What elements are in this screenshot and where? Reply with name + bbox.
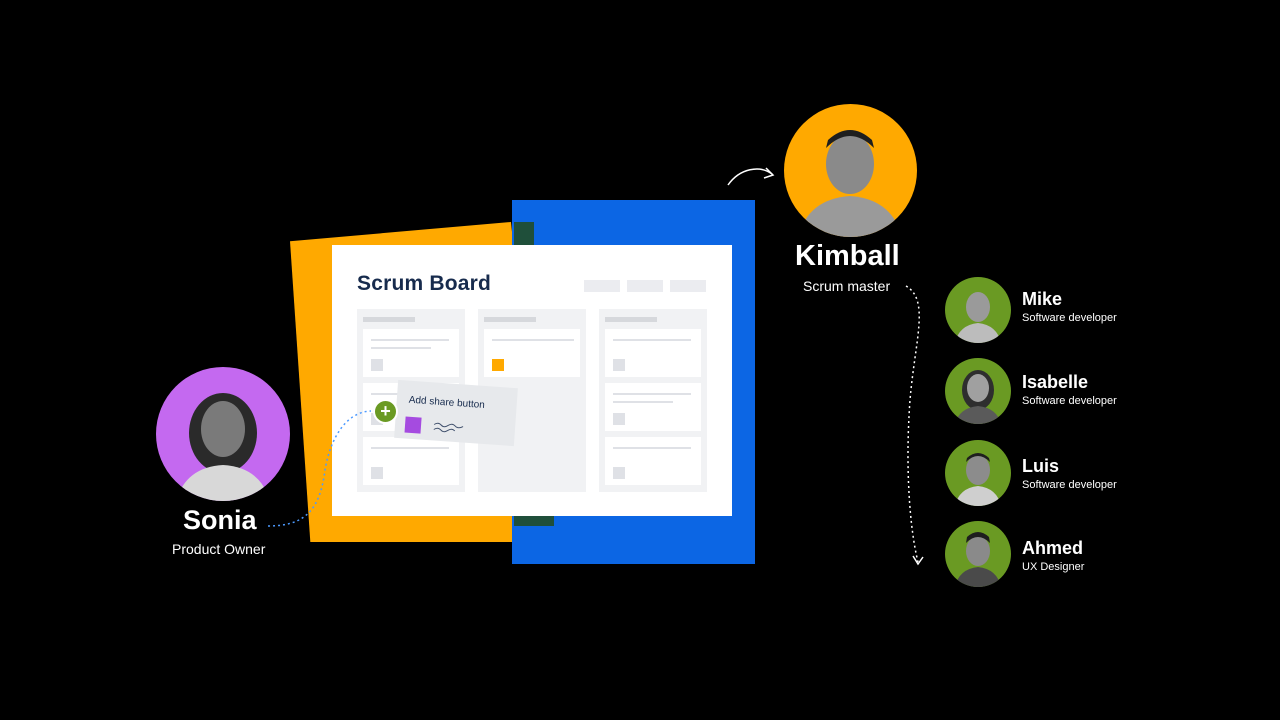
- plus-icon: +: [380, 401, 391, 421]
- board-card[interactable]: [605, 329, 701, 377]
- curved-arrow-icon: [727, 168, 773, 186]
- board-card[interactable]: [484, 329, 580, 377]
- luis-role: Software developer: [1022, 479, 1117, 491]
- board-toolbar-pill[interactable]: [627, 280, 663, 292]
- dragged-card-title: Add share button: [408, 394, 486, 411]
- card-text-line: [371, 447, 449, 449]
- luis-avatar: [945, 440, 1011, 506]
- board-card[interactable]: [605, 383, 701, 431]
- person-photo-icon: [955, 453, 1001, 506]
- card-avatar-placeholder: [613, 413, 625, 425]
- scrum-board: Scrum Board: [332, 245, 732, 516]
- sonia-role: Product Owner: [172, 541, 266, 557]
- board-card[interactable]: [363, 329, 459, 377]
- board-card[interactable]: [363, 437, 459, 485]
- column-header: [363, 317, 415, 322]
- ahmed-name: Ahmed: [1022, 538, 1084, 558]
- signature-scribble-icon: [433, 422, 464, 433]
- card-text-line: [613, 447, 691, 449]
- card-avatar-placeholder: [613, 467, 625, 479]
- isabelle-name: Isabelle: [1022, 372, 1089, 392]
- card-avatar-placeholder: [371, 467, 383, 479]
- card-text-line: [371, 339, 449, 341]
- kimball-role: Scrum master: [803, 278, 891, 294]
- arrowhead-icon: [763, 167, 775, 179]
- card-text-line: [613, 393, 691, 395]
- card-text-line: [371, 347, 431, 349]
- person-photo-icon: [955, 370, 1001, 424]
- kimball-avatar: [784, 104, 917, 237]
- green-accent-shape: [514, 514, 554, 526]
- arrowhead-icon: [912, 555, 924, 566]
- person-photo-icon: [955, 532, 1001, 587]
- card-text-line: [492, 339, 574, 341]
- person-photo-icon: [798, 130, 902, 237]
- isabelle-avatar: [945, 358, 1011, 424]
- card-avatar-placeholder: [613, 359, 625, 371]
- sonia-avatar: [156, 367, 290, 501]
- ahmed-avatar: [945, 521, 1011, 587]
- column-header: [484, 317, 536, 322]
- isabelle-role: Software developer: [1022, 395, 1117, 407]
- column-header: [605, 317, 657, 322]
- green-accent-shape: [514, 222, 534, 246]
- mike-role: Software developer: [1022, 312, 1117, 324]
- card-label-yellow: [492, 359, 504, 371]
- mike-avatar: [945, 277, 1011, 343]
- card-text-line: [613, 401, 673, 403]
- card-label-purple: [404, 416, 422, 434]
- dragged-card[interactable]: Add share button: [394, 379, 518, 447]
- ahmed-role: UX Designer: [1022, 561, 1085, 573]
- board-title: Scrum Board: [357, 272, 492, 295]
- card-text-line: [613, 339, 691, 341]
- team-connector-dotted: [905, 285, 920, 563]
- mike-name: Mike: [1022, 289, 1063, 309]
- luis-name: Luis: [1022, 456, 1060, 476]
- board-column-done: [599, 309, 707, 492]
- sonia-name: Sonia: [183, 505, 257, 535]
- card-avatar-placeholder: [371, 359, 383, 371]
- board-toolbar-pill[interactable]: [670, 280, 706, 292]
- person-photo-icon: [176, 393, 270, 501]
- add-plus-button[interactable]: +: [373, 399, 398, 424]
- board-toolbar-pill[interactable]: [584, 280, 620, 292]
- kimball-name: Kimball: [795, 240, 900, 272]
- person-photo-icon: [955, 292, 1001, 343]
- board-card[interactable]: [605, 437, 701, 485]
